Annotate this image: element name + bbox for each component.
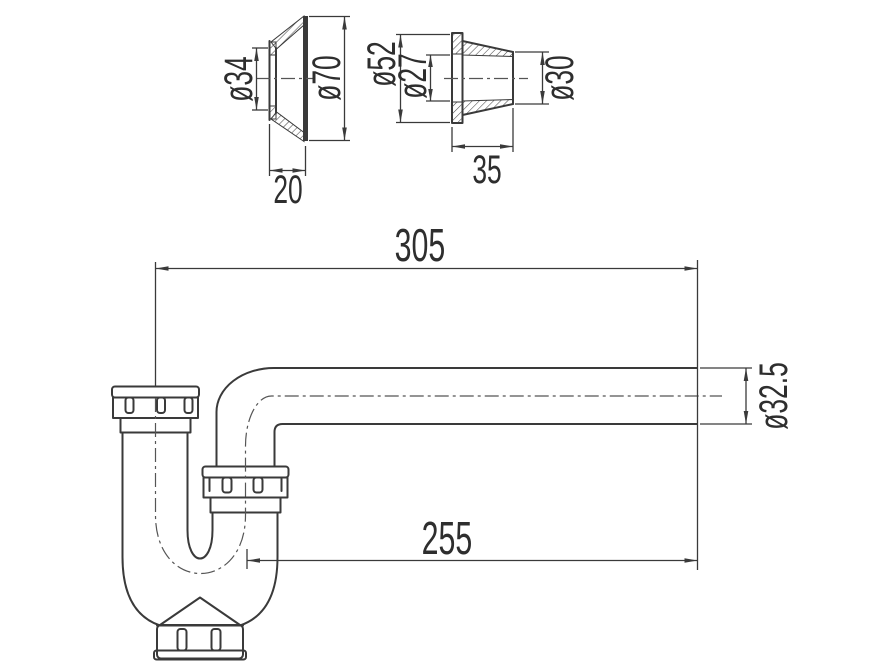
dim-cone-length: 35 xyxy=(451,108,514,193)
outlet-pipe xyxy=(215,367,698,468)
dim-label-cone-flange-diameter: ø52 xyxy=(360,41,405,86)
dim-flange-outer-diameter: ø70 xyxy=(305,15,350,142)
dim-flange-hole-diameter: ø34 xyxy=(217,47,268,111)
flange-right-face xyxy=(303,16,308,141)
dim-label-flange-depth: 20 xyxy=(273,168,302,213)
flange-left-wall-top xyxy=(269,41,277,56)
dim-cone-tip-diameter: ø30 xyxy=(515,51,583,105)
compression-cone-drawing: ø52 ø27 ø30 35 xyxy=(360,32,583,193)
dim-label-flange-outer-diameter: ø70 xyxy=(305,55,350,100)
dim-outlet-length: 255 xyxy=(246,514,698,569)
dim-label-pipe-diameter: ø32.5 xyxy=(752,362,797,429)
dim-label-flange-hole-diameter: ø34 xyxy=(217,56,262,101)
dim-label-cone-bore-diameter: ø27 xyxy=(391,53,436,98)
dim-label-cone-tip-diameter: ø30 xyxy=(538,55,583,100)
dim-label-total-length: 305 xyxy=(395,221,446,272)
flange-left-wall-bottom xyxy=(269,105,277,120)
dim-total-length: 305 xyxy=(154,221,699,570)
dim-flange-depth: 20 xyxy=(268,124,307,213)
dim-cone-bore-diameter: ø27 xyxy=(391,53,450,102)
flange-escutcheon-drawing: ø34 ø70 20 xyxy=(217,14,350,213)
dim-label-outlet-length: 255 xyxy=(422,514,473,565)
dim-pipe-diameter: ø32.5 xyxy=(700,362,797,430)
dim-cone-flange-diameter: ø52 xyxy=(360,33,450,124)
trap-centerline xyxy=(154,395,722,575)
cleanout-nut xyxy=(153,624,247,661)
dim-label-cone-length: 35 xyxy=(472,148,501,193)
trap-cone-bottom xyxy=(159,596,241,626)
p-trap-drawing: 305 255 ø32.5 xyxy=(111,221,797,661)
trap-u-bend xyxy=(121,431,279,627)
